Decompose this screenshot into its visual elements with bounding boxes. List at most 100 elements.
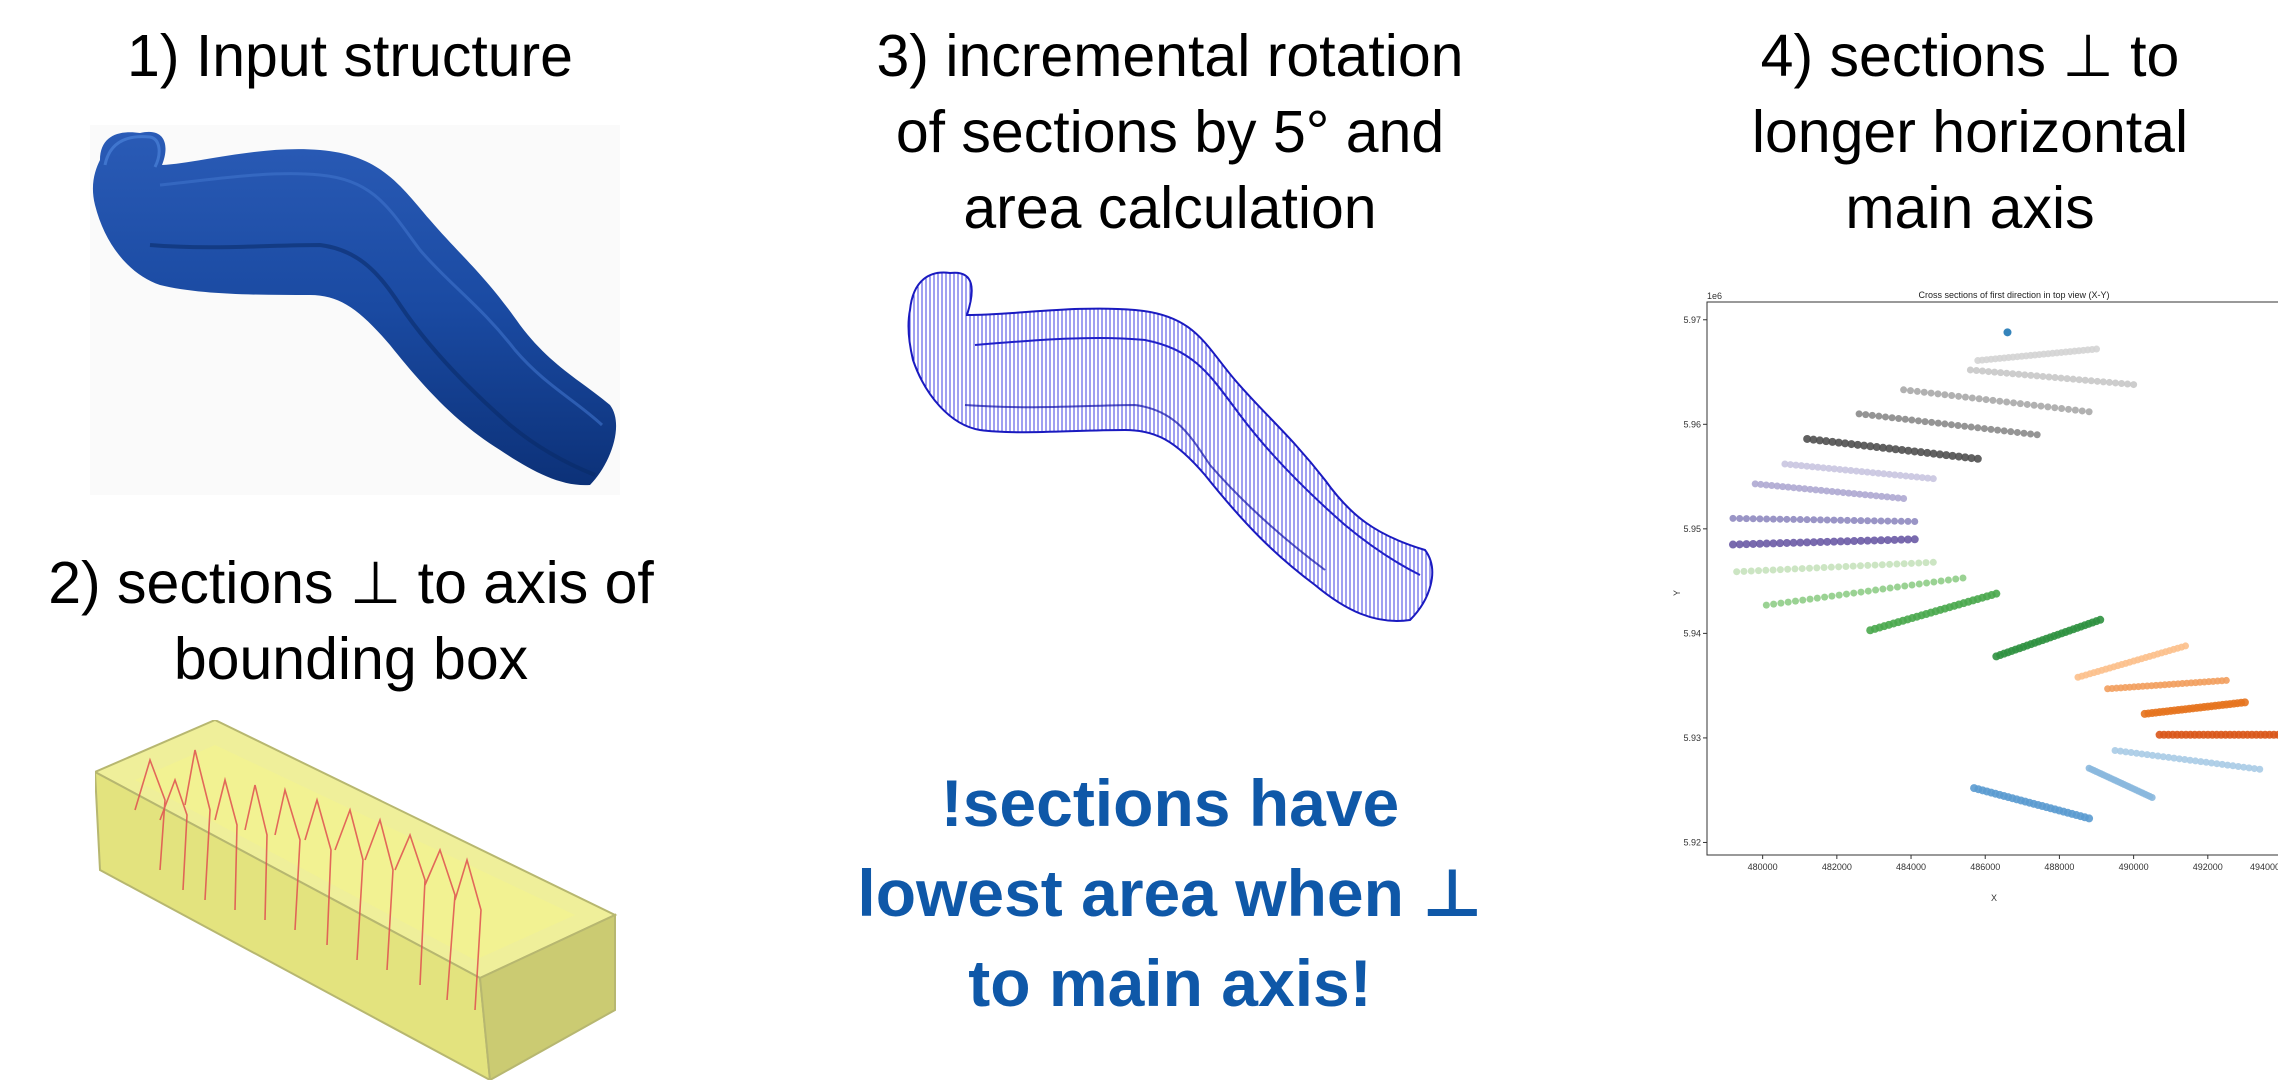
data-point (1821, 564, 1828, 571)
data-point (1915, 559, 1922, 566)
data-point (1974, 455, 1982, 463)
x-axis-label: X (1991, 893, 1997, 903)
data-point (1902, 416, 1909, 423)
y-tick-label: 5.95 (1683, 524, 1701, 534)
data-point (1889, 414, 1896, 421)
data-point (1914, 388, 1921, 395)
data-point (1836, 592, 1843, 599)
x-tick-label: 492000 (2193, 862, 2223, 872)
panel-4-title: 4) sections ⊥ to longer horizontal main … (1660, 18, 2278, 246)
data-point (1770, 601, 1777, 608)
data-point (1882, 413, 1889, 420)
data-point (1750, 515, 1757, 522)
data-point (1983, 396, 1990, 403)
data-point (1893, 561, 1900, 568)
data-point (2007, 428, 2014, 435)
data-point (1923, 559, 1930, 566)
data-point (1898, 518, 1905, 525)
data-point (1907, 387, 1914, 394)
data-point (1952, 575, 1959, 582)
data-point (1770, 566, 1777, 573)
data-point (1770, 516, 1777, 523)
data-point (1824, 517, 1831, 524)
data-point (1790, 516, 1797, 523)
data-point (2015, 371, 2022, 378)
x-tick-label: 490000 (2119, 862, 2149, 872)
data-point (1955, 393, 1962, 400)
data-point (1948, 421, 1955, 428)
data-point (2100, 378, 2107, 385)
y-axis-label: Y (1672, 590, 1682, 596)
data-point (2017, 400, 2024, 407)
panel-1-title: 1) Input structure (40, 18, 660, 94)
data-point (2010, 399, 2017, 406)
data-point (2003, 399, 2010, 406)
data-point (1777, 600, 1784, 607)
data-point (1828, 564, 1835, 571)
data-point (1911, 535, 1919, 543)
data-point (1777, 566, 1784, 573)
data-point (1981, 425, 1988, 432)
data-point (2093, 346, 2100, 353)
data-point (2033, 372, 2040, 379)
y-tick-label: 5.97 (1683, 315, 1701, 325)
data-point (1879, 586, 1886, 593)
data-point (1908, 582, 1915, 589)
data-point (2051, 404, 2058, 411)
data-point (1864, 562, 1871, 569)
section-series-3 (1900, 386, 2092, 415)
data-point (1878, 517, 1885, 524)
section-series-2 (1967, 366, 2137, 388)
panel-3-title-line-2: of sections by 5° and (800, 94, 1540, 170)
section-series-19 (2086, 765, 2156, 801)
data-point (1923, 580, 1930, 587)
panel-2-title-line-1: 2) sections ⊥ to axis of (0, 545, 702, 621)
data-point (1955, 422, 1962, 429)
section-series-8 (1729, 515, 1918, 525)
data-point (1905, 518, 1912, 525)
panel-3-title-line-3: area calculation (800, 170, 1540, 246)
data-point (2241, 698, 2249, 706)
chart-title: Cross sections of first direction in top… (1918, 290, 2109, 300)
y-axis: 5.925.935.945.955.965.97 (1683, 315, 1707, 848)
data-point (1810, 516, 1817, 523)
data-point (1969, 394, 1976, 401)
data-point (1994, 427, 2001, 434)
data-point (2045, 373, 2052, 380)
section-series-4 (1856, 410, 2041, 438)
y-offset-label: 1e6 (1707, 291, 1722, 301)
data-point (1985, 368, 1992, 375)
data-point (1821, 594, 1828, 601)
data-point (1884, 518, 1891, 525)
section-series-13 (1992, 616, 2104, 661)
data-point (1935, 420, 1942, 427)
panel-3-title-line-1: 3) incremental rotation (800, 18, 1540, 94)
data-point (1886, 561, 1893, 568)
section-series-5 (1803, 435, 1982, 463)
data-point (1908, 417, 1915, 424)
data-point (1817, 516, 1824, 523)
data-point (2024, 401, 2031, 408)
data-point (2064, 375, 2071, 382)
data-point (1748, 568, 1755, 575)
section-series-12 (1866, 590, 2000, 635)
data-point (1996, 398, 2003, 405)
data-point (1992, 590, 2000, 598)
data-point (1806, 565, 1813, 572)
panel-4-title-line-3: main axis (1660, 170, 2278, 246)
y-tick-label: 5.92 (1683, 837, 1701, 847)
data-point (2065, 406, 2072, 413)
data-point (1930, 475, 1937, 482)
data-point (1973, 367, 1980, 374)
data-point (1961, 423, 1968, 430)
data-point (2118, 380, 2125, 387)
data-point (2052, 374, 2059, 381)
data-point (1830, 517, 1837, 524)
data-point (2001, 427, 2008, 434)
data-point (2094, 378, 2101, 385)
data-point (1763, 515, 1770, 522)
data-point (1941, 391, 1948, 398)
data-point (2079, 407, 2086, 414)
data-point (2027, 372, 2034, 379)
data-point (2182, 642, 2189, 649)
